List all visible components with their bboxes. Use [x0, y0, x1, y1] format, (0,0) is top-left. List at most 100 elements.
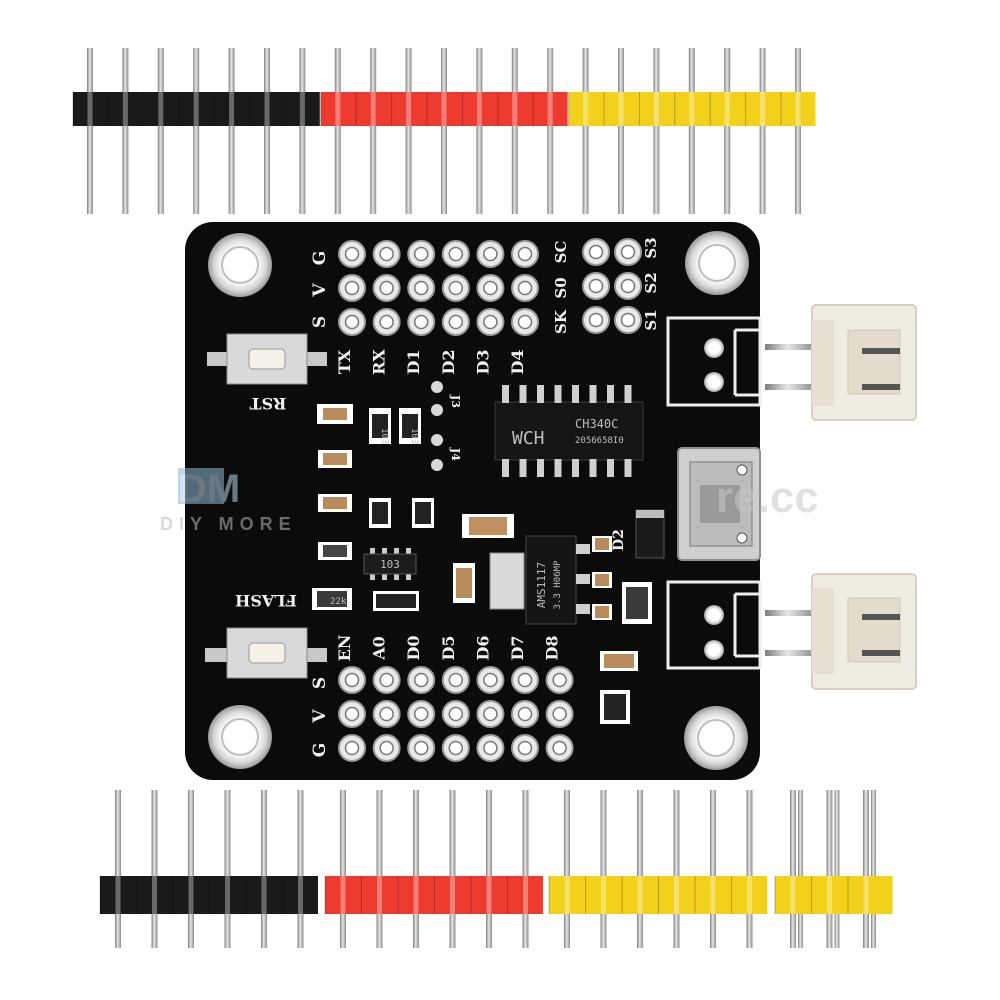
- header-pin: [193, 48, 200, 214]
- header-pin: [115, 790, 121, 948]
- resistor-network: [363, 548, 417, 580]
- header-pin: [759, 48, 766, 214]
- header-pin: [746, 790, 753, 948]
- header-pin: [370, 48, 377, 214]
- black-header-housing: [73, 92, 320, 126]
- chip-model: CH340C: [575, 417, 618, 431]
- yellow-header-housing: [775, 876, 893, 914]
- header-pin: [795, 48, 801, 214]
- yellow-header-housing: [549, 876, 767, 914]
- yellow-header-housing: [568, 92, 816, 126]
- red-header-housing: [325, 876, 543, 914]
- micro-usb-icon[interactable]: [677, 447, 761, 561]
- resistor-network-code: 103: [380, 558, 400, 571]
- bottom-pin-label: D0: [404, 635, 423, 660]
- header-pin: [188, 790, 194, 948]
- header-pin: [653, 48, 660, 214]
- header-pin: [637, 790, 643, 948]
- header-pin: [157, 48, 164, 214]
- header-pin: [522, 790, 529, 948]
- label-s3: S3: [642, 237, 660, 258]
- top-right-pad-grid: [582, 238, 642, 334]
- header-pin: [673, 790, 680, 948]
- header-pin: [405, 48, 412, 214]
- header-pin: [376, 790, 383, 948]
- bottom-pin-label: A0: [370, 636, 389, 661]
- top-pin-label: TX: [335, 349, 354, 374]
- mounting-hole-icon: [684, 706, 748, 770]
- header-pin: [340, 790, 346, 948]
- j3-label: J3: [449, 394, 462, 408]
- bottom-pad-grid: [338, 666, 574, 762]
- jst-connector-icon: [765, 573, 917, 690]
- header-pin: [688, 48, 695, 214]
- mounting-hole-icon: [208, 705, 272, 769]
- header-pin: [151, 790, 158, 948]
- bottom-pin-headers: [99, 790, 893, 948]
- header-pin: [547, 48, 554, 214]
- jst-connector-icon: [765, 304, 917, 421]
- header-pin: [261, 790, 267, 948]
- watermark-tagline: DIY MORE: [160, 514, 297, 534]
- label-s2: S2: [642, 272, 660, 293]
- header-pin: [790, 790, 796, 948]
- reset-button-icon[interactable]: [207, 333, 327, 385]
- bottom-pin-label: D5: [439, 635, 458, 660]
- label-s1: S1: [642, 309, 660, 330]
- header-pin: [724, 48, 731, 214]
- header-pin: [476, 48, 483, 214]
- jst-socket-bottom: [666, 580, 762, 670]
- header-pin: [863, 790, 869, 948]
- header-pin: [511, 48, 518, 214]
- bottom-pin-label: D6: [473, 635, 492, 660]
- watermark-logo: DM: [178, 467, 240, 511]
- header-pin: [582, 48, 589, 214]
- top-pin-label: D2: [439, 349, 458, 374]
- label-s-bottom: S: [310, 677, 330, 689]
- top-pin-label: D4: [508, 349, 527, 374]
- label-sk: SK: [552, 309, 570, 334]
- top-pin-label: D1: [404, 349, 423, 374]
- watermark: DM DIY MORE re.cc: [160, 467, 819, 534]
- header-pin: [564, 790, 570, 948]
- bottom-pin-label: D7: [508, 635, 527, 660]
- chip-brand: WCH: [512, 428, 545, 449]
- resistor-code-3: 22k: [330, 597, 347, 607]
- top-pad-grid: [338, 240, 539, 336]
- chip-code: 2056658I0: [575, 436, 624, 446]
- label-s-top: S: [310, 316, 330, 328]
- header-pin: [224, 790, 231, 948]
- red-header-housing: [320, 92, 568, 126]
- regulator-model: AMS1117: [535, 562, 548, 608]
- header-pin: [449, 790, 456, 948]
- watermark-domain: re.cc: [716, 473, 819, 522]
- jumper-pads: [431, 381, 443, 471]
- header-pin: [441, 48, 447, 214]
- ams1117-regulator: [489, 535, 590, 625]
- flash-button-icon[interactable]: [205, 627, 327, 679]
- label-g-bottom: G: [310, 743, 330, 758]
- bottom-pin-label: EN: [335, 635, 354, 662]
- label-v-bottom: V: [310, 709, 330, 724]
- header-pin: [299, 48, 306, 214]
- j4-label: J4: [449, 447, 462, 461]
- header-pin: [413, 790, 419, 948]
- header-pin: [297, 790, 304, 948]
- bottom-pin-label: D8: [543, 635, 562, 660]
- top-pin-label: RX: [370, 349, 389, 375]
- label-g-top: G: [310, 251, 330, 266]
- label-sc: SC: [552, 241, 570, 264]
- ch340c-chip: [494, 385, 644, 477]
- diode-d2: [635, 509, 665, 559]
- header-pin: [264, 48, 270, 214]
- mounting-hole-icon: [208, 233, 272, 297]
- header-pin: [486, 790, 492, 948]
- header-pin: [618, 48, 624, 214]
- header-pin: [87, 48, 93, 214]
- header-pin: [334, 48, 341, 214]
- bottom-pin-labels: EN A0 D0 D5 D6 D7 D8: [335, 635, 562, 662]
